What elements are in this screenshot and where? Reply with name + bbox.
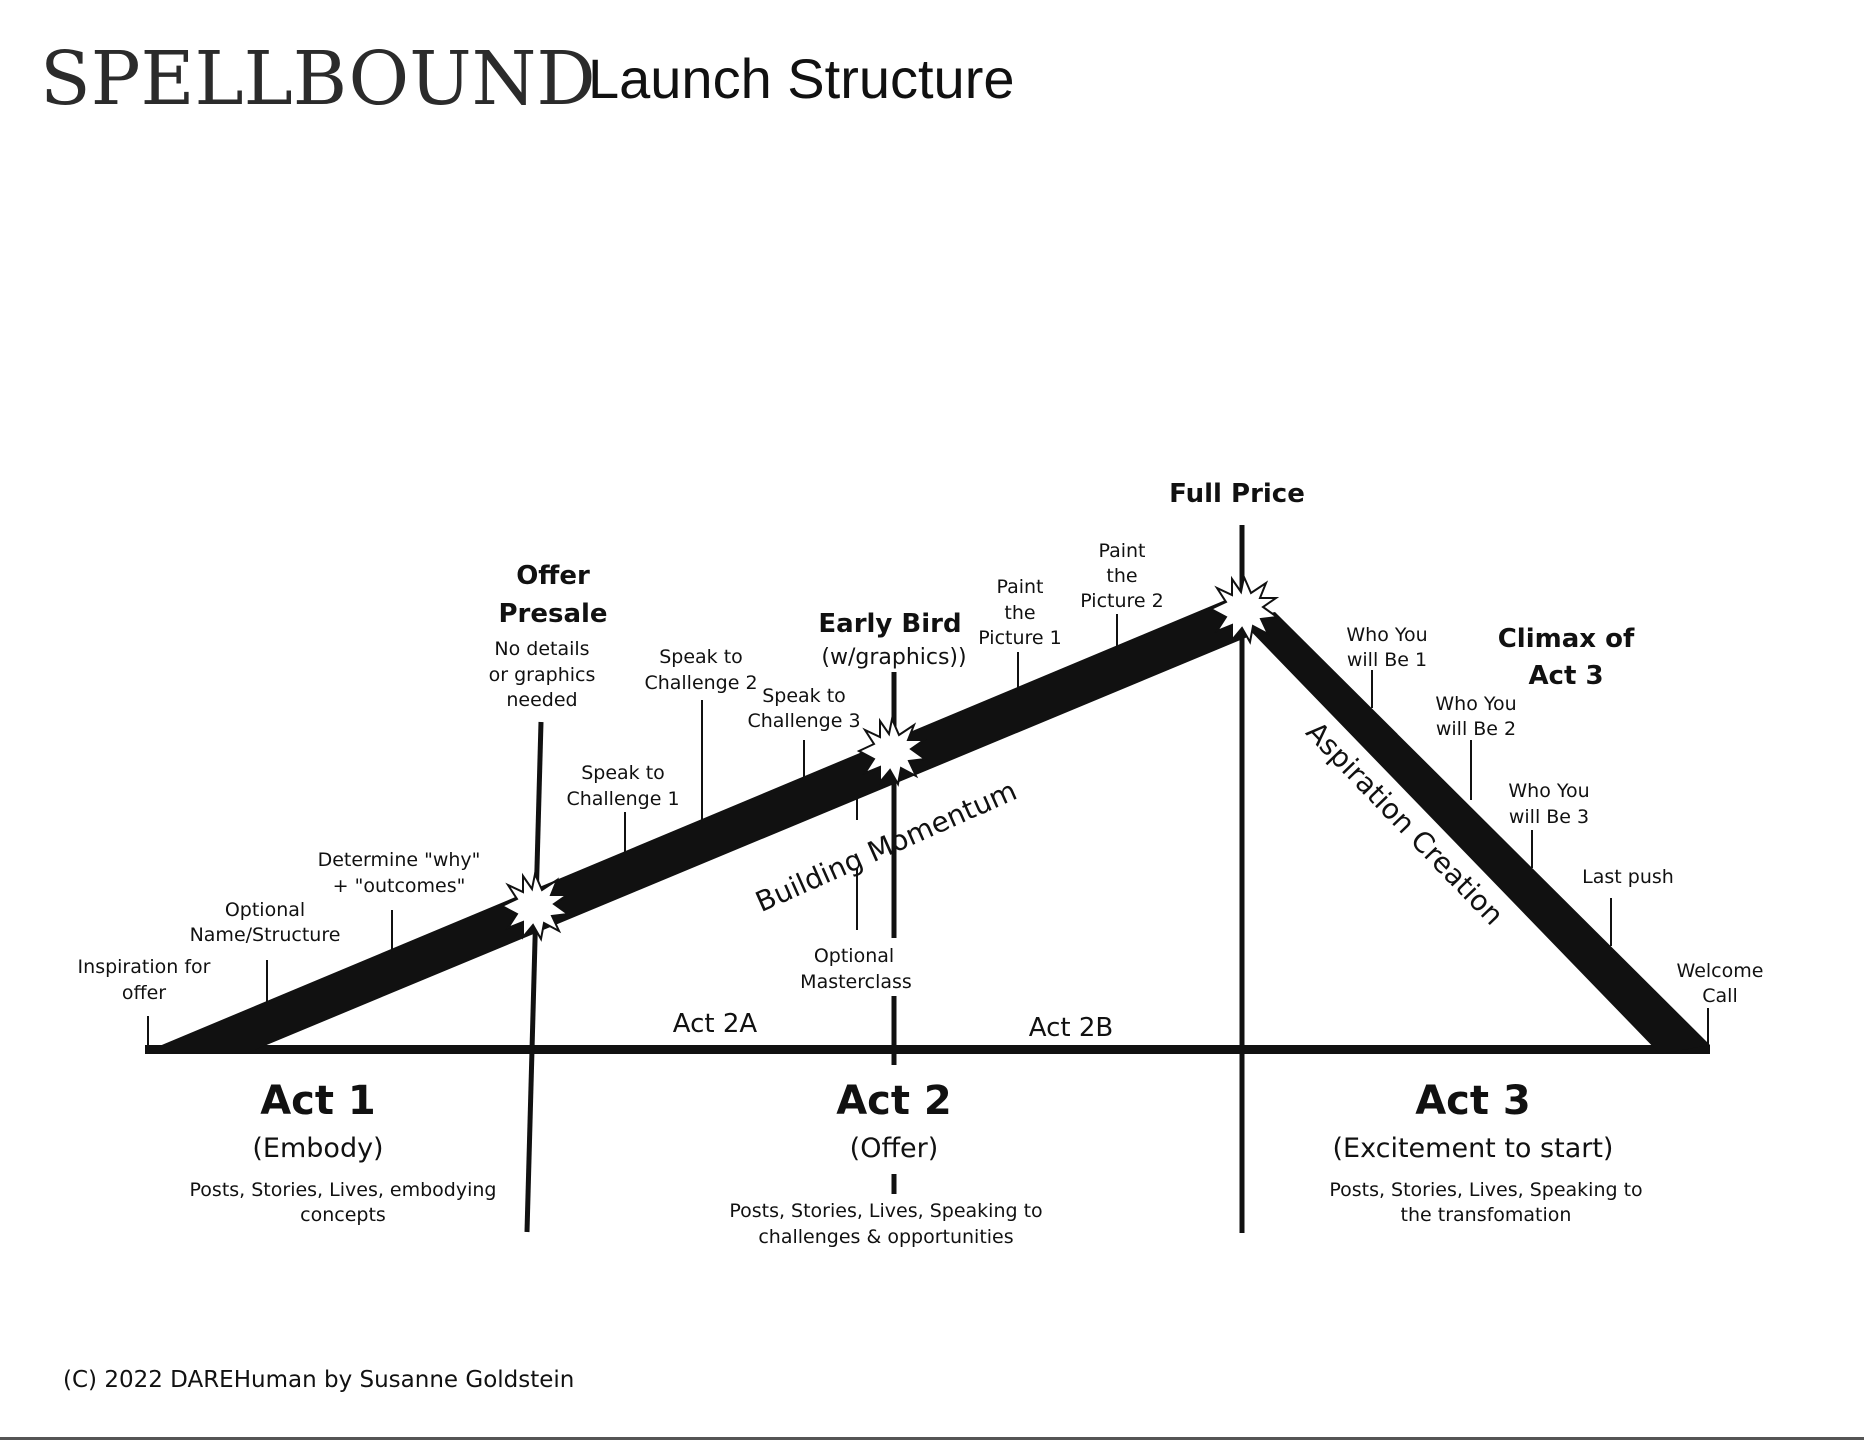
challenge-1-line-2: Challenge 1 bbox=[566, 788, 679, 810]
act-1-desc-line-2: concepts bbox=[300, 1204, 386, 1226]
determine-why-line-2: + "outcomes" bbox=[333, 875, 466, 897]
presale-note-line-2: or graphics bbox=[489, 664, 596, 686]
baseline bbox=[145, 1045, 1710, 1054]
rising-step-labels: Inspiration for offer Optional Name/Stru… bbox=[78, 540, 1164, 1004]
milestone-labels: Offer Presale Early Bird Full Price Clim… bbox=[498, 479, 1634, 691]
inspiration-line-1: Inspiration for bbox=[78, 956, 211, 978]
early-bird-label: Early Bird bbox=[818, 609, 961, 639]
tick-marks bbox=[147, 614, 1709, 1054]
early-bird-note: (w/graphics)) bbox=[821, 645, 966, 670]
falling-slope bbox=[1240, 612, 1710, 1054]
act-2b-label: Act 2B bbox=[1029, 1013, 1113, 1043]
act-2a-label: Act 2A bbox=[673, 1009, 758, 1039]
act-2-desc-line-2: challenges & opportunities bbox=[758, 1226, 1013, 1248]
picture-2-line-2: the bbox=[1106, 565, 1137, 587]
who-1-line-1: Who You bbox=[1346, 624, 1427, 646]
who-3-line-2: will Be 3 bbox=[1509, 806, 1589, 828]
structure-lines bbox=[145, 525, 1710, 1233]
climax-line-2: Act 3 bbox=[1528, 661, 1603, 691]
challenge-1-line-1: Speak to bbox=[581, 762, 665, 784]
picture-2-line-1: Paint bbox=[1098, 540, 1145, 562]
act-1-title: Act 1 bbox=[260, 1078, 376, 1124]
act-3-desc-line-1: Posts, Stories, Lives, Speaking to bbox=[1329, 1179, 1642, 1201]
copyright-footer: (C) 2022 DAREHuman by Susanne Goldstein bbox=[63, 1367, 574, 1393]
milestone-notes: No details or graphics needed (w/graphic… bbox=[489, 638, 967, 711]
act-3-block: Act 3 (Excitement to start) Posts, Stori… bbox=[1329, 1078, 1642, 1226]
picture-2-line-3: Picture 2 bbox=[1080, 590, 1163, 612]
act-2-title: Act 2 bbox=[836, 1078, 952, 1124]
climax-line-1: Climax of bbox=[1498, 624, 1635, 654]
who-2-line-1: Who You bbox=[1435, 693, 1516, 715]
act-2-block: Act 2 (Offer) Posts, Stories, Lives, Spe… bbox=[729, 1078, 1042, 1248]
presale-note-line-1: No details bbox=[494, 638, 589, 660]
full-price-label: Full Price bbox=[1169, 479, 1305, 509]
picture-1-line-2: the bbox=[1004, 602, 1035, 624]
bottom-rule bbox=[0, 1437, 1864, 1440]
determine-why-line-1: Determine "why" bbox=[318, 849, 481, 871]
presale-divider bbox=[524, 721, 544, 1233]
who-3-line-1: Who You bbox=[1508, 780, 1589, 802]
last-push-label: Last push bbox=[1582, 866, 1674, 888]
falling-step-labels: Who You will Be 1 Who You will Be 2 Who … bbox=[1346, 624, 1763, 1007]
challenge-2-line-2: Challenge 2 bbox=[644, 672, 757, 694]
challenge-3-line-1: Speak to bbox=[762, 685, 846, 707]
masterclass-line-1: Optional bbox=[814, 945, 894, 967]
act-3-subtitle: (Excitement to start) bbox=[1333, 1133, 1614, 1164]
offer-presale-line-2: Presale bbox=[498, 599, 607, 629]
act-2-desc-line-1: Posts, Stories, Lives, Speaking to bbox=[729, 1200, 1042, 1222]
welcome-call-line-2: Call bbox=[1702, 985, 1737, 1007]
masterclass-line-2: Masterclass bbox=[800, 971, 912, 993]
act-3-desc-line-2: the transfomation bbox=[1401, 1204, 1572, 1226]
challenge-3-line-2: Challenge 3 bbox=[747, 710, 860, 732]
act-1-block: Act 1 (Embody) Posts, Stories, Lives, em… bbox=[190, 1078, 497, 1226]
welcome-call-line-1: Welcome bbox=[1677, 960, 1764, 982]
inspiration-line-2: offer bbox=[122, 982, 166, 1004]
who-2-line-2: will Be 2 bbox=[1436, 718, 1516, 740]
brand-title: SPELLBOUND bbox=[40, 36, 596, 122]
starburst-icon bbox=[856, 715, 928, 787]
who-1-line-2: will Be 1 bbox=[1347, 649, 1427, 671]
act-1-subtitle: (Embody) bbox=[252, 1133, 383, 1164]
page-subtitle: Launch Structure bbox=[588, 47, 1014, 110]
optional-name-line-2: Name/Structure bbox=[190, 924, 341, 946]
act-1-desc-line-1: Posts, Stories, Lives, embodying bbox=[190, 1179, 497, 1201]
presale-note-line-3: needed bbox=[506, 689, 577, 711]
starburst-icon bbox=[1208, 573, 1280, 645]
picture-1-line-3: Picture 1 bbox=[978, 627, 1061, 649]
offer-presale-line-1: Offer bbox=[516, 561, 590, 591]
act-2-subtitle: (Offer) bbox=[850, 1133, 939, 1164]
rising-slope bbox=[145, 596, 1250, 1054]
starburst-icon bbox=[499, 870, 571, 942]
act-3-title: Act 3 bbox=[1415, 1078, 1531, 1124]
optional-name-line-1: Optional bbox=[225, 899, 305, 921]
challenge-2-line-1: Speak to bbox=[659, 646, 743, 668]
picture-1-line-1: Paint bbox=[996, 576, 1043, 598]
